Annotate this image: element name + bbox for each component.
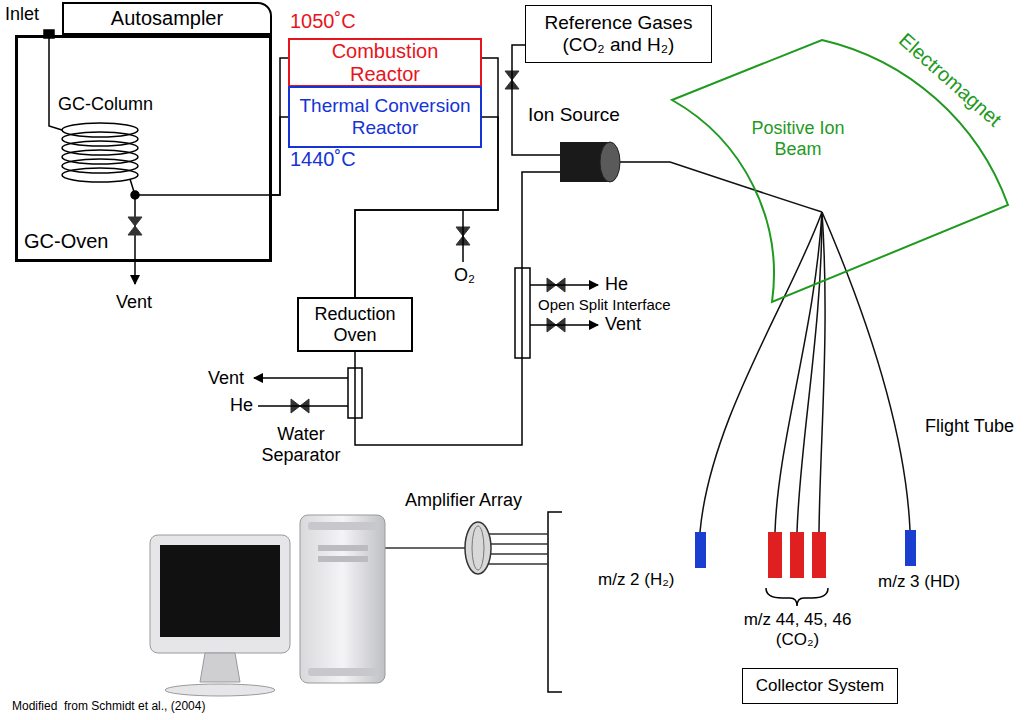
gc-column — [62, 141, 138, 155]
ion-beam — [775, 212, 822, 532]
bracket — [548, 512, 562, 692]
signal-wire — [385, 547, 466, 549]
gc-column — [62, 168, 138, 182]
source-note: Modified from Schmidt et al., (2004) — [12, 700, 205, 714]
node-body: Reduction Oven — [299, 299, 411, 350]
gc-oven-box: GC-Oven — [15, 35, 272, 262]
bracket — [548, 512, 828, 692]
ion-beam — [819, 212, 825, 532]
part-label: Amplifier Array — [405, 490, 522, 511]
computer — [160, 545, 280, 637]
gas-line — [254, 210, 598, 418]
node-heading: GC-Oven — [24, 230, 108, 253]
collector-cup — [695, 532, 706, 568]
autosampler-box: Autosampler — [62, 2, 272, 35]
node-label: Combustion Reactor — [296, 40, 474, 86]
collector-cup — [790, 532, 804, 578]
node-body: Combustion Reactor — [290, 40, 480, 85]
node-label: Collector System — [756, 676, 884, 696]
computer — [318, 556, 368, 562]
gas-line — [272, 117, 288, 195]
collector-cup — [768, 532, 782, 578]
part-label: Flight Tube — [925, 416, 1014, 437]
gc-column — [62, 159, 138, 173]
ion-beam — [670, 162, 910, 532]
node-label: Reduction Oven — [305, 304, 405, 345]
gas-label: Vent — [208, 368, 244, 389]
gas-label: O₂ — [454, 265, 475, 286]
gc-column — [130, 179, 272, 195]
computer — [150, 535, 290, 653]
helium-line — [530, 284, 598, 286]
amplifier-array — [472, 526, 484, 570]
mass-label: m/z 44, 45, 46 (CO₂) — [735, 610, 860, 649]
computer — [308, 668, 377, 676]
computer — [300, 515, 385, 683]
part-label: Water Separator — [255, 424, 347, 465]
node-heading: Ion Source — [528, 104, 620, 126]
node-heading: 1050˚C — [290, 10, 356, 33]
computer — [150, 515, 385, 696]
helium-line — [258, 405, 348, 407]
bracket — [766, 588, 828, 606]
node-heading: Positive Ion Beam — [748, 118, 848, 159]
part-label: Open Split Interface — [538, 296, 671, 313]
gas-line — [620, 161, 670, 163]
gas-label: Vent — [116, 292, 152, 313]
node-body: Collector System — [743, 669, 897, 703]
node-heading: 1440˚C — [290, 148, 356, 171]
ion-beam — [700, 212, 822, 532]
amplifier-array — [465, 522, 491, 574]
mass-label: m/z 2 (H₂) — [598, 570, 674, 590]
node-body: Autosampler — [64, 4, 270, 33]
part-label: GC-Column — [58, 94, 153, 115]
gas-label: Vent — [605, 314, 641, 335]
node-body: Reference Gases (CO₂ and H₂) — [526, 6, 711, 62]
node-body — [18, 38, 269, 259]
thermal-conversion-reactor: Thermal Conversion Reactor1440˚C — [288, 86, 482, 148]
computer — [318, 545, 368, 551]
ion-beam — [822, 212, 910, 530]
gc-column — [62, 123, 138, 137]
gc-column — [62, 150, 138, 164]
valve — [128, 217, 142, 235]
node-body: Thermal Conversion Reactor — [290, 88, 480, 146]
collector-system-box: Collector System — [742, 668, 898, 704]
vent-line — [254, 377, 348, 379]
computer — [308, 522, 377, 530]
electromagnet: ElectromagnetPositive Ion Beam — [670, 38, 1015, 306]
ion-source-face — [600, 142, 620, 182]
valve — [128, 71, 565, 413]
node-label: Thermal Conversion Reactor — [296, 95, 474, 139]
collector-cup — [695, 530, 916, 578]
vent-line — [530, 324, 598, 326]
computer — [200, 653, 240, 682]
node-label: Autosampler — [111, 7, 223, 30]
collector-cup — [905, 530, 916, 566]
combustion-reactor: Combustion Reactor1050˚C — [288, 38, 482, 87]
ion-source: Ion Source — [560, 142, 620, 182]
collector-cup — [812, 532, 826, 578]
gc-column — [62, 132, 138, 146]
oxygen-line — [462, 210, 464, 262]
computer — [165, 684, 275, 696]
part-label: Inlet — [5, 4, 39, 25]
reduction-oven: Reduction Oven — [297, 297, 413, 352]
node-body — [560, 142, 620, 182]
node-label: Reference Gases (CO₂ and H₂) — [532, 12, 705, 56]
gc-column — [49, 38, 62, 130]
ion-beam — [797, 212, 822, 532]
gas-line — [272, 58, 288, 195]
ion-source-body — [560, 142, 620, 182]
gas-label: He — [230, 395, 253, 416]
reference-gas-box: Reference Gases (CO₂ and H₂) — [525, 5, 712, 63]
vent-line — [134, 195, 136, 284]
amplifier-array — [465, 522, 491, 574]
ion-beam — [670, 162, 822, 212]
gas-label: He — [605, 274, 628, 295]
mass-label: m/z 3 (HD) — [878, 572, 960, 592]
